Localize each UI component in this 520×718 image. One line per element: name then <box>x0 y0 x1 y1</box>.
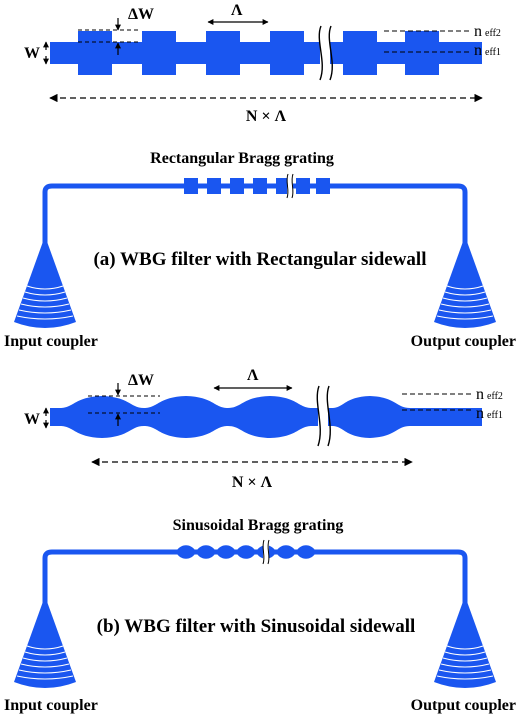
input-coupler-label: Input coupler <box>4 333 98 350</box>
grating-tooth <box>270 31 304 75</box>
break-gap <box>263 540 269 564</box>
length-label: N × Λ <box>246 108 287 125</box>
break-mark <box>267 539 270 565</box>
rectangular-filter-layout: Rectangular Bragg grating (a) WBG filter… <box>4 150 516 350</box>
grating-tooth <box>78 31 112 75</box>
period-label: Λ <box>247 367 259 384</box>
output-coupler-icon <box>434 236 496 328</box>
break-mark <box>286 173 289 199</box>
grating-tooth <box>405 31 439 75</box>
grating-tooth <box>142 31 176 75</box>
mini-tooth <box>253 178 267 194</box>
output-coupler-label: Output coupler <box>411 333 516 350</box>
length-label: N × Λ <box>232 474 273 491</box>
period-label: Λ <box>231 2 243 19</box>
break-mark <box>316 385 321 447</box>
grating-core-b <box>50 396 482 438</box>
mini-tooth <box>184 178 198 194</box>
break-mark <box>291 173 294 199</box>
break-gap <box>287 174 293 198</box>
break-mark <box>326 385 331 447</box>
output-coupler-icon <box>434 596 496 688</box>
waveguide-b <box>42 549 468 618</box>
grating-tooth <box>206 31 240 75</box>
mini-tooth <box>296 178 310 194</box>
mini-tooth <box>207 178 221 194</box>
grating-title: Sinusoidal Bragg grating <box>173 517 344 534</box>
input-coupler-icon <box>14 596 76 688</box>
width-label: W <box>24 411 40 428</box>
delta-w-label: ΔW <box>128 6 154 23</box>
width-label: W <box>24 45 40 62</box>
caption-b: (b) WBG filter with Sinusoidal sidewall <box>97 616 416 637</box>
grating-title: Rectangular Bragg grating <box>150 150 334 167</box>
mini-tooth <box>276 178 290 194</box>
caption-a: (a) WBG filter with Rectangular sidewall <box>93 249 426 270</box>
mini-tooth <box>316 178 330 194</box>
break-mark <box>262 539 265 565</box>
break-mark <box>318 25 323 81</box>
mini-tooth <box>230 178 244 194</box>
sinusoidal-filter-layout: Sinusoidal Bragg grating (b) WBG filter … <box>4 517 516 714</box>
break-gap <box>320 26 330 80</box>
break-mark <box>328 25 333 81</box>
input-coupler-label: Input coupler <box>4 697 98 714</box>
input-coupler-icon <box>14 236 76 328</box>
grating-tooth <box>343 31 377 75</box>
waveguide-a <box>42 183 468 252</box>
delta-w-label: ΔW <box>128 372 154 389</box>
mini-sine-grating <box>176 545 316 559</box>
output-coupler-label: Output coupler <box>411 697 516 714</box>
break-gap <box>318 386 328 446</box>
